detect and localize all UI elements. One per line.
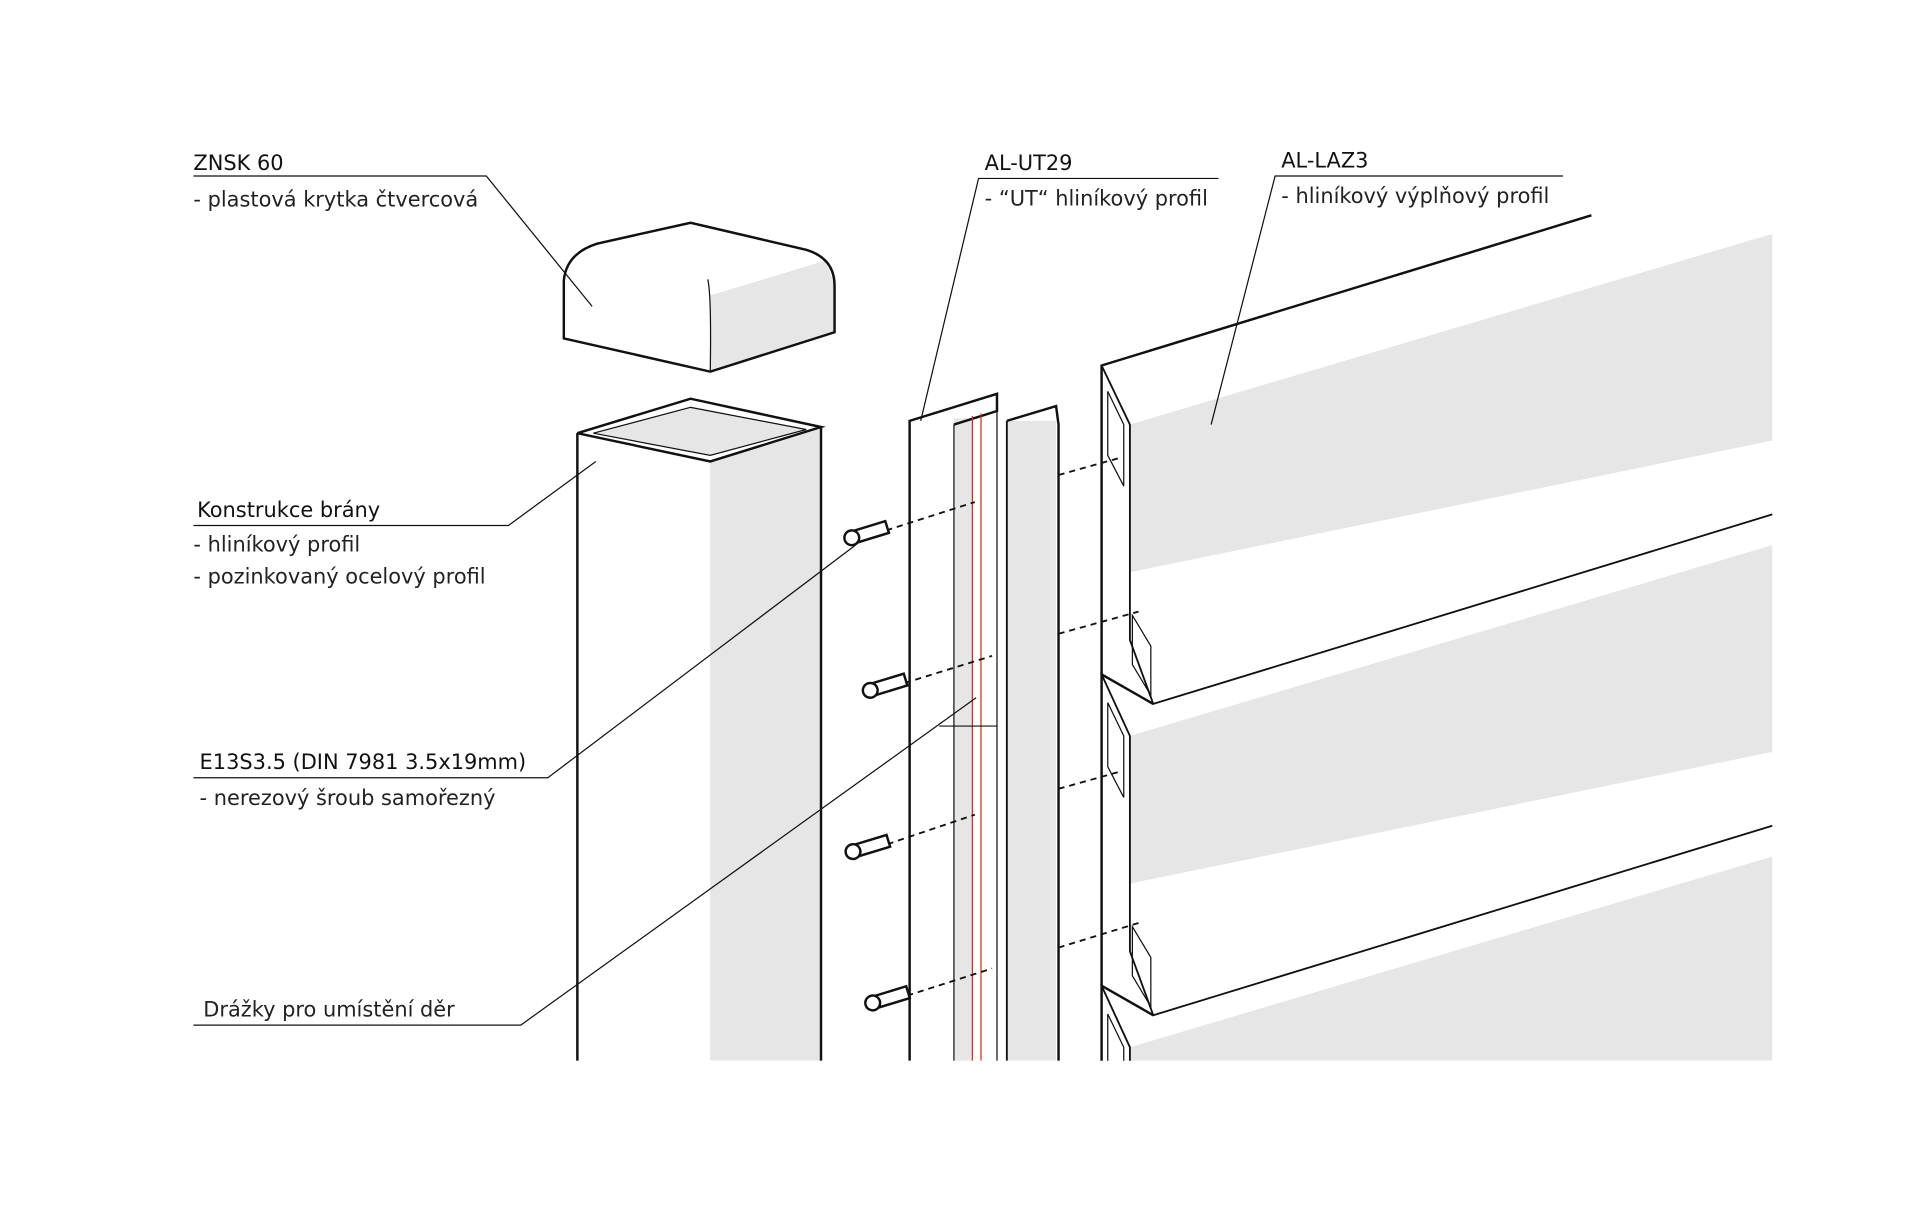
slat [1100, 214, 1773, 706]
square-cap [562, 221, 836, 373]
screws [843, 456, 1139, 1012]
fill-slats [1100, 214, 1773, 1061]
slat [1100, 545, 1773, 1017]
screw-icon [861, 672, 909, 699]
cap-title: ZNSK 60 [193, 151, 283, 175]
cap-desc: - plastová krytka čtvercová [193, 188, 478, 212]
post-desc: - hliníkový profil [193, 532, 360, 556]
slat [1100, 856, 1773, 1061]
screw-title: E13S3.5 (DIN 7981 3.5x19mm) [200, 750, 527, 774]
screw-icon [864, 984, 912, 1012]
screw-icon [844, 833, 892, 861]
grooves-title: Drážky pro umístění děr [203, 997, 455, 1021]
ut-profile-title: AL-UT29 [985, 151, 1073, 175]
ut-profile [908, 392, 1060, 1061]
post-title: Konstrukce brány [197, 498, 380, 522]
screw-icon [843, 519, 891, 547]
post-desc: - pozinkovaný ocelový profil [193, 564, 485, 588]
leader-lines [193, 175, 1564, 1026]
slat-title: AL-LAZ3 [1281, 148, 1368, 172]
ut-profile-desc: - “UT“ hliníkový profil [985, 187, 1208, 211]
gate-post [576, 397, 826, 1061]
slat-desc: - hliníkový výplňový profil [1281, 184, 1549, 208]
screw-desc: - nerezový šroub samořezný [200, 786, 496, 810]
